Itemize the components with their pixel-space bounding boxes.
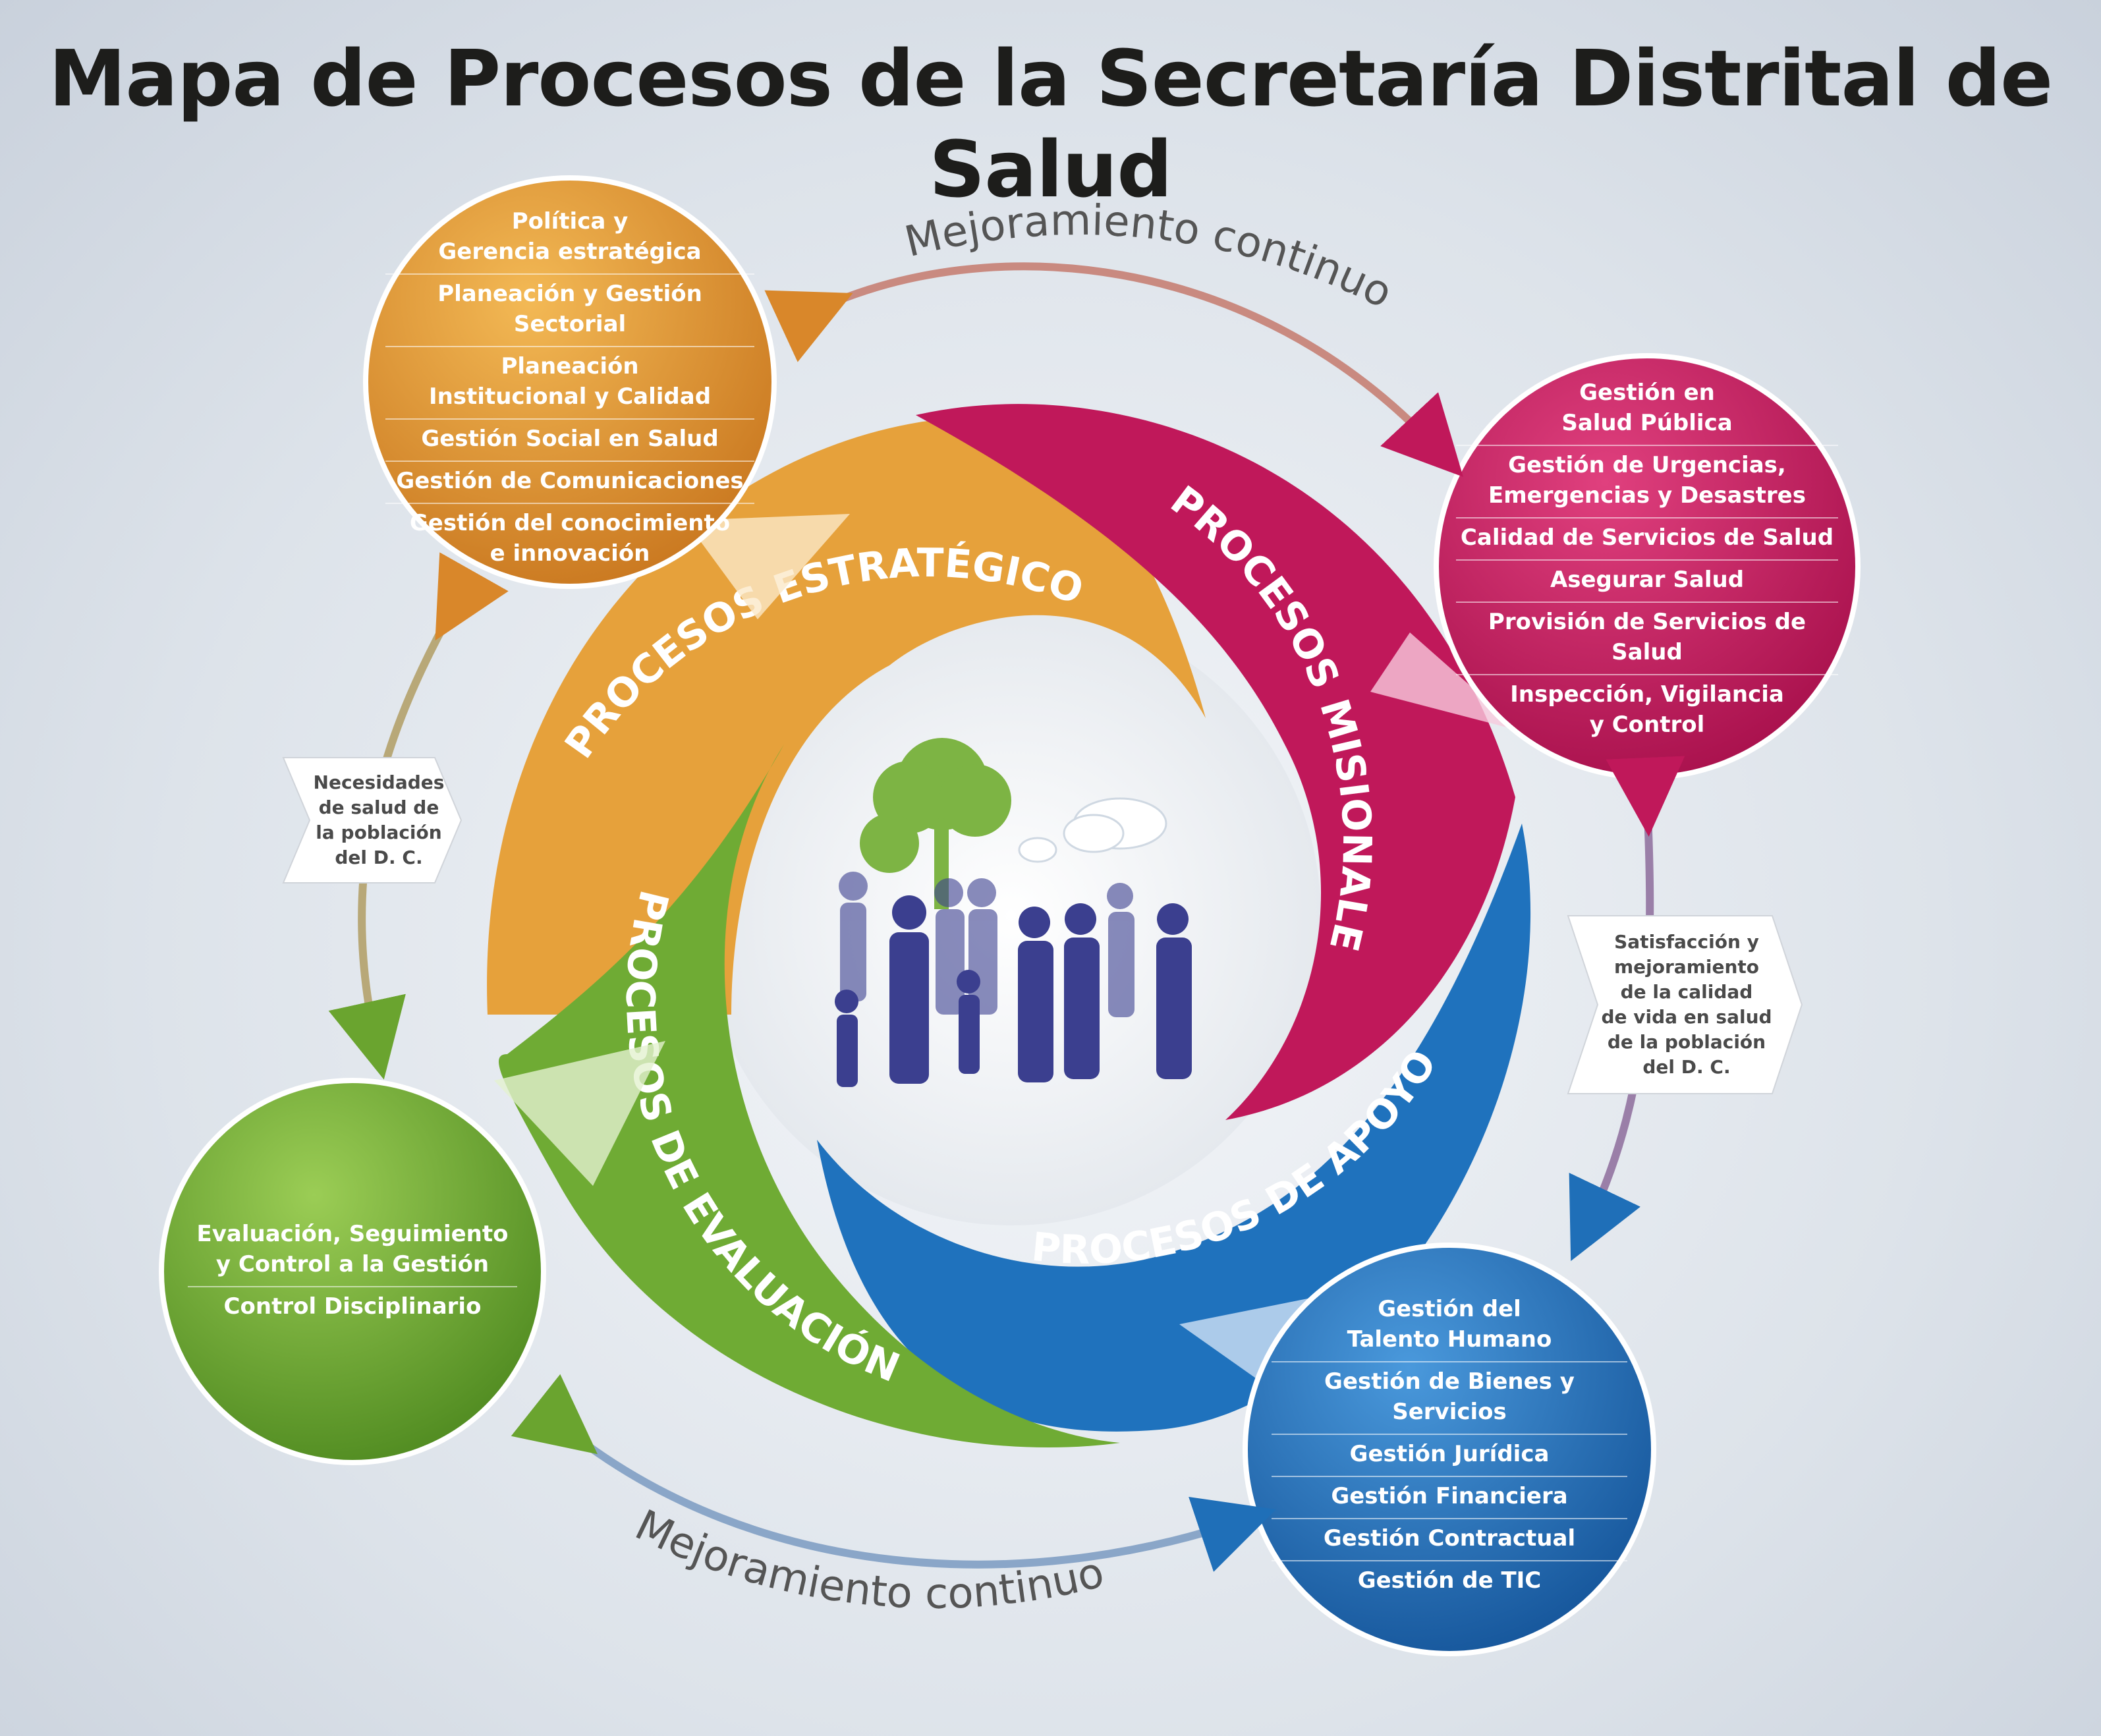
list-item: Gestión de Comunicaciones — [385, 462, 754, 504]
bubble-shape-apoyo — [1179, 1243, 1656, 1656]
bubble-apoyo: Gestión del Talento Humano Gestión de Bi… — [1272, 1291, 1627, 1601]
needs-note-box — [282, 757, 462, 883]
list-item: Gestión del conocimiento e innovación — [409, 510, 731, 567]
list-item: Gestión del Talento Humano — [1272, 1290, 1627, 1362]
list-item: Gestión Financiera — [1272, 1477, 1627, 1519]
cycle-arrow-top — [764, 262, 1463, 477]
people-silhouettes-icon — [835, 872, 1192, 1087]
list-item: Gestión de Urgencias, Emergencias y Desa… — [1456, 446, 1838, 518]
bubble-shape-estrategicos — [363, 175, 850, 619]
list-item: Gestión Social en Salud — [385, 420, 754, 462]
tree-icon — [860, 738, 1011, 909]
segment-misionales — [916, 404, 1515, 1121]
bubble-shape-evaluacion — [159, 1041, 665, 1465]
cycle-label-top: Mejoramiento continuo — [900, 196, 1399, 318]
list-item: Planeación Institucional y Calidad — [385, 347, 754, 420]
list-item: Gestión Contractual — [1272, 1519, 1627, 1561]
cloud-icon — [1018, 797, 1167, 863]
list-item: Control Disciplinario — [223, 1293, 482, 1320]
needs-note: Necesidades de salud de la población del… — [313, 771, 445, 868]
list-item: Inspección, Vigilancia y Control — [1510, 681, 1784, 738]
page-title: Mapa de Procesos de la Secretaría Distri… — [48, 33, 2053, 215]
list-item: Gestión en Salud Pública — [1456, 374, 1838, 446]
segment-estrategicos — [487, 419, 1206, 1015]
bubble-estrategicos: Política y Gerencia estratégica Planeaci… — [385, 208, 754, 567]
list-item: Política y Gerencia estratégica — [385, 202, 754, 275]
cycle-arrow-bottom — [511, 1374, 1276, 1572]
list-item: Provisión de Servicios de Salud — [1456, 603, 1838, 675]
satisfaction-note: Satisfacción y mejoramiento de la calida… — [1601, 931, 1772, 1078]
segment-evaluacion — [498, 744, 1120, 1448]
bubble-misionales: Gestión en Salud Pública Gestión de Urge… — [1456, 379, 1838, 738]
list-item: Gestión Jurídica — [1272, 1435, 1627, 1477]
list-item: Asegurar Salud — [1456, 561, 1838, 603]
list-item: Calidad de Servicios de Salud — [1456, 518, 1838, 561]
list-item: Planeación y Gestión Sectorial — [385, 275, 754, 347]
satisfaction-note-box — [1567, 915, 1803, 1094]
list-item: Gestión de TIC — [1357, 1567, 1542, 1594]
bubble-evaluacion: Evaluación, Seguimiento y Control a la G… — [188, 1206, 517, 1337]
list-item: Gestión de Bienes y Servicios — [1272, 1362, 1627, 1435]
list-item: Evaluación, Seguimiento y Control a la G… — [188, 1215, 517, 1287]
